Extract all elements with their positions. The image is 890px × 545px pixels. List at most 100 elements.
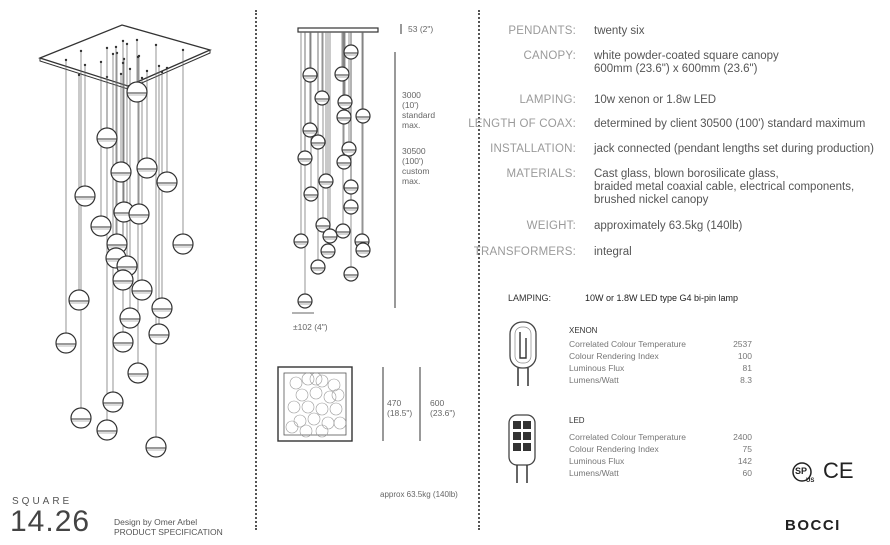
lamp-property: Correlated Colour Temperature [569,432,687,442]
lamp-property-value: 2400 [733,432,752,442]
lamping-label: LAMPING: [508,293,552,303]
pendant-globe [314,90,330,106]
pendant-globe [336,109,352,125]
product-number: 14.26 [10,505,91,538]
pendant-globe [297,293,313,309]
lamp-property-value: 100 [737,351,752,361]
pendant-globe [318,173,334,189]
dim-outer-width: 600(23.6") [430,398,456,418]
canopy-plan-drawing [277,366,421,442]
pendant-globe [96,419,118,441]
spec-label: CANOPY: [523,50,576,62]
pendant-globe [336,154,352,170]
xenon-lamp-icon [509,321,537,386]
spec-label: LAMPING: [519,94,576,106]
spec-value: jack connected (pendant lengths set duri… [594,143,875,155]
pendant-globe [172,233,194,255]
pendant-globe [102,391,124,413]
perspective-drawing [38,24,212,458]
lamp-property: Colour Rendering Index [569,351,659,361]
pendant-globe [335,223,351,239]
pendant-globe [151,297,173,319]
pendant-globe [341,141,357,157]
pendant-globe [302,122,318,138]
pendant-globe [337,94,353,110]
dim-pendant-diameter: ±102 (4") [293,322,328,332]
spec-value: 10w xenon or 1.8w LED [594,94,717,106]
pendant-globe [112,269,134,291]
pendant-globe [343,44,359,60]
spec-label: MATERIALS: [506,168,576,180]
lamping-value: 10W or 1.8W LED type G4 bi-pin lamp [585,293,739,303]
pendant-globe [156,171,178,193]
spec-value: integral [594,246,632,258]
dim-inner-width: 470(18.5") [387,398,413,418]
pendant-globe [310,134,326,150]
pendant-globe [119,307,141,329]
dim-canopy-height: 53 (2") [408,24,434,34]
pendant-globe [315,217,331,233]
pendant-globe [320,243,336,259]
spec-value: approximately 63.5kg (140lb) [594,220,743,232]
pendant-globe [96,127,118,149]
pendant-globe [293,233,309,249]
separator-left [255,10,257,530]
lamp-property-value: 81 [742,363,752,373]
spec-value: Cast glass, blown borosilicate glass,bra… [594,168,855,206]
pendant-globe [322,228,338,244]
lamp-property-value: 142 [737,456,752,466]
pendant-globe [343,266,359,282]
pendant-globe [355,242,371,258]
pendant-globe [112,331,134,353]
xenon-title: XENON [569,326,598,335]
designer-credit: Design by Omer Arbel PRODUCT SPECIFICATI… [114,517,223,537]
spec-value: determined by client 30500 (100') standa… [594,118,866,130]
lamp-property: Lumens/Watt [569,375,619,385]
spec-label: TRANSFORMERS: [473,246,576,258]
pendant-globe [74,185,96,207]
elevation-drawing [292,24,402,314]
led-lamp-icon [508,414,536,483]
separator-right [478,10,480,530]
pendant-globe [110,161,132,183]
spec-label: PENDANTS: [508,25,576,37]
pendant-globe [70,407,92,429]
pendant-globe [145,436,167,458]
brand-logo: BOCCI [785,517,841,534]
pendant-globe [334,66,350,82]
lamp-property-value: 2537 [733,339,752,349]
pendant-globe [131,279,153,301]
lamp-property: Luminous Flux [569,456,625,466]
pendant-globe [68,289,90,311]
pendant-globe [343,179,359,195]
spec-label: LENGTH OF COAX: [468,118,576,130]
lamp-property: Lumens/Watt [569,468,619,478]
pendant-globe [55,332,77,354]
csa-mark-icon: SP US [790,461,814,485]
weight-note: approx 63.5kg (140lb) [380,490,458,499]
pendant-globe [310,259,326,275]
lamp-property-value: 8.3 [740,375,752,385]
lamp-property: Colour Rendering Index [569,444,659,454]
pendant-globe [148,323,170,345]
spec-label: WEIGHT: [526,220,576,232]
lamp-property: Correlated Colour Temperature [569,339,687,349]
pendant-globe [297,150,313,166]
led-title: LED [569,416,585,425]
lamp-property-value: 75 [742,444,752,454]
canopy-elevation [297,27,379,33]
lamp-property: Luminous Flux [569,363,625,373]
series-name: SQUARE [12,496,73,507]
pendant-globe [127,362,149,384]
pendant-globe [343,199,359,215]
pendant-globe [126,81,148,103]
pendant-globe [303,186,319,202]
spec-label: INSTALLATION: [490,143,576,155]
pendant-globe [128,203,150,225]
canopy-perspective [38,24,212,87]
pendant-globe [302,67,318,83]
lamp-property-value: 60 [742,468,752,478]
